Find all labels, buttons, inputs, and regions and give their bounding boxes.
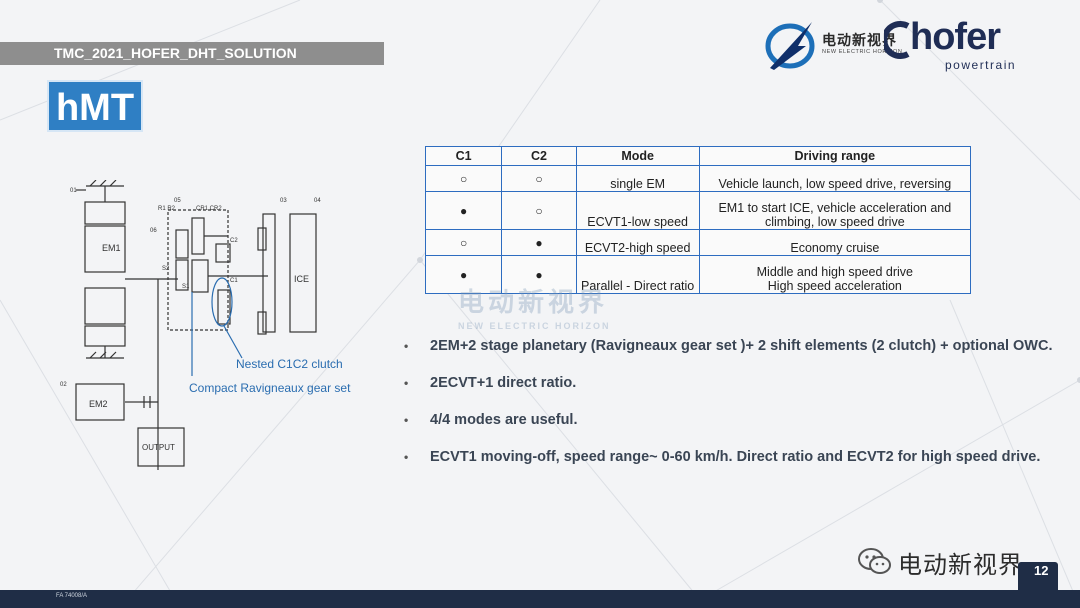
c2-state: ● — [535, 267, 543, 282]
list-item: •ECVT1 moving-off, speed range~ 0-60 km/… — [404, 449, 1041, 465]
col-header-mode: Mode — [575, 146, 700, 166]
page-title: hMT — [47, 80, 143, 132]
bullet-dot-icon: • — [404, 450, 409, 464]
c2-label: C2 — [230, 238, 238, 244]
bullet-list: •2EM+2 stage planetary (Ravigneaux gear … — [404, 337, 1054, 485]
transmission-diagram: EM1 EM2 ICE OUTPUT 01 02 03 04 05 06 R1 … — [60, 180, 321, 470]
bullet-dot-icon: • — [404, 339, 409, 353]
table-header-row: C1 C2 Mode Driving range — [424, 146, 972, 166]
tag-06: 06 — [150, 228, 157, 234]
callout-nested-clutch: Nested C1C2 clutch — [236, 357, 343, 371]
col-header-driving-range: Driving range — [698, 146, 972, 166]
wechat-watermark: 电动新视界 — [858, 544, 1023, 580]
list-item: •2ECVT+1 direct ratio. — [404, 375, 577, 391]
c1-label: C1 — [230, 278, 238, 284]
driving-range-cell: EM1 to start ICE, vehicle acceleration a… — [698, 191, 972, 230]
page-number-tab — [1018, 562, 1058, 590]
bullet-dot-icon: • — [404, 413, 409, 427]
hofer-mark-icon — [884, 21, 910, 59]
tag-01: 01 — [70, 188, 77, 194]
s1-label: S1 — [182, 284, 190, 290]
table-row: ● ○ ECVT1-low speed EM1 to start ICE, ve… — [424, 191, 972, 230]
driving-range-cell: Economy cruise — [698, 229, 972, 256]
r1r2-label: R1 R2 — [158, 206, 176, 212]
watermark-en: NEW ELECTRIC HORIZON — [458, 321, 611, 331]
mode-cell: ECVT2-high speed — [575, 229, 700, 256]
c1-state: ○ — [460, 171, 468, 186]
logo-area: 电动新视界 NEW ELECTRIC HORIZON hofer powertr… — [762, 12, 1062, 76]
s2-label: S2 — [162, 266, 170, 272]
hofer-subtitle: powertrain — [945, 58, 1017, 72]
partner-logo-cn: 电动新视界 — [822, 32, 897, 48]
hofer-logo: hofer — [910, 16, 1001, 58]
table-row: ○ ○ single EM Vehicle launch, low speed … — [424, 165, 972, 192]
header-banner: TMC_2021_HOFER_DHT_SOLUTION — [0, 42, 384, 65]
callout-ravigneaux: Compact Ravigneaux gear set — [189, 381, 351, 395]
col-header-c2: C2 — [501, 146, 577, 166]
list-item: •2EM+2 stage planetary (Ravigneaux gear … — [404, 338, 1053, 354]
mode-cell: single EM — [575, 165, 700, 192]
c1-state: ● — [460, 203, 468, 218]
wechat-name: 电动新视界 — [898, 551, 1023, 579]
bullet-dot-icon: • — [404, 376, 409, 390]
table-row: ○ ● ECVT2-high speed Economy cruise — [424, 229, 972, 256]
ice-label: ICE — [294, 274, 309, 284]
list-item: •4/4 modes are useful. — [404, 412, 578, 428]
tag-02: 02 — [60, 382, 67, 388]
partner-logo-icon — [765, 22, 815, 70]
output-label: OUTPUT — [142, 443, 175, 452]
driving-range-cell: Vehicle launch, low speed drive, reversi… — [698, 165, 972, 192]
watermark: 电动新视界 NEW ELECTRIC HORIZON — [458, 282, 611, 331]
c1-state: ○ — [460, 235, 468, 250]
c2-state: ○ — [535, 171, 543, 186]
mode-cell: ECVT1-low speed — [575, 191, 700, 230]
footer-code: FA 74008/A — [56, 593, 88, 599]
partner-logo-en: NEW ELECTRIC HORIZON — [822, 49, 903, 55]
page-number: 12 — [1034, 563, 1049, 578]
watermark-cn: 电动新视界 — [458, 287, 609, 317]
footer-bar — [0, 590, 1080, 608]
c1-state: ● — [460, 267, 468, 282]
c2-state: ○ — [535, 203, 543, 218]
tag-04: 04 — [314, 198, 321, 204]
c2-state: ● — [535, 235, 543, 250]
em2-label: EM2 — [89, 399, 108, 409]
col-header-c1: C1 — [424, 146, 503, 166]
table-row: ● ● Parallel - Direct ratio Middle and h… — [424, 255, 972, 294]
mode-table: C1 C2 Mode Driving range ○ ○ single EM V… — [424, 146, 972, 294]
tag-03: 03 — [280, 198, 287, 204]
em1-label: EM1 — [102, 243, 121, 253]
tag-05: 05 — [174, 198, 181, 204]
cr1cr2-label: CR1 CR2 — [196, 206, 222, 212]
wechat-icon — [858, 548, 891, 574]
